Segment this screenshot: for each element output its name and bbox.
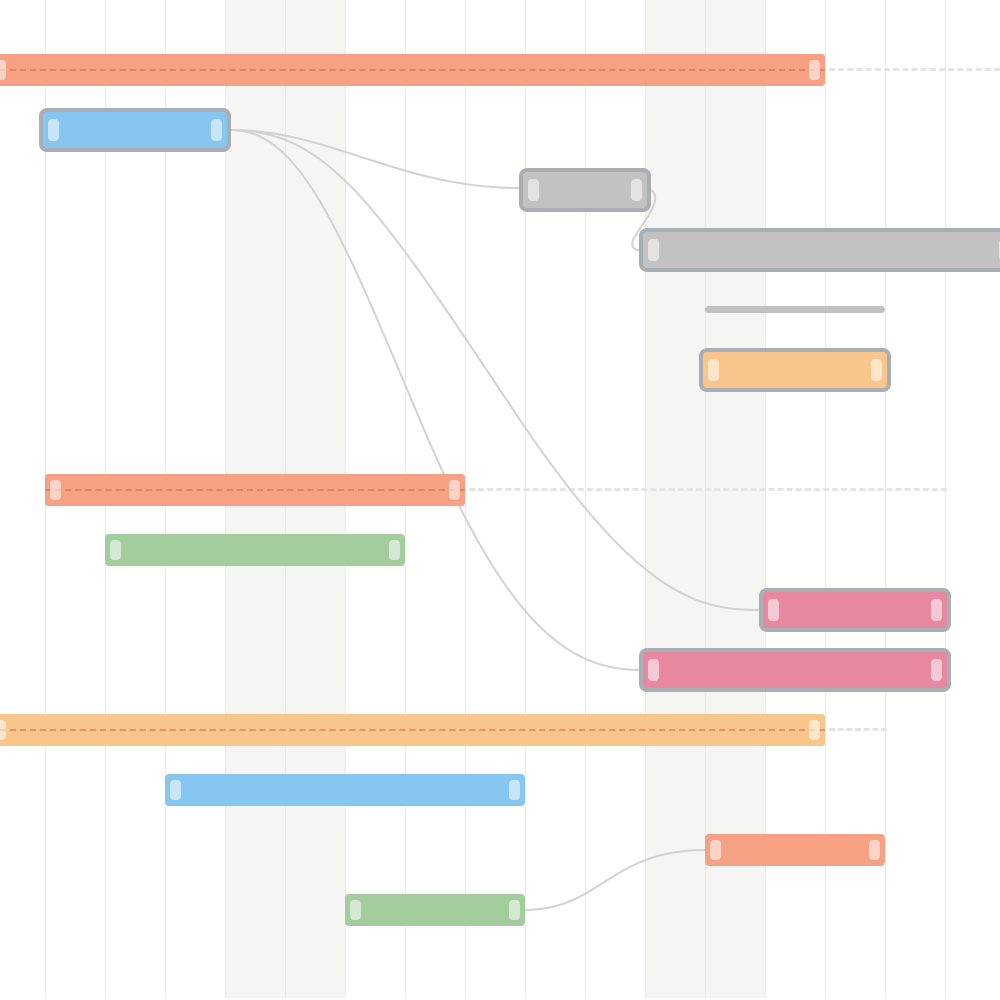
- task-bar-t13[interactable]: [705, 834, 885, 866]
- grid-line: [885, 0, 886, 998]
- dependency-link-t14-t13: [524, 849, 706, 911]
- resize-handle-end[interactable]: [509, 900, 520, 920]
- resize-handle-end[interactable]: [931, 659, 942, 681]
- task-bar-t12[interactable]: [165, 774, 525, 806]
- dependency-link-t2-t10: [230, 129, 640, 671]
- resize-handle-start[interactable]: [648, 239, 659, 261]
- resize-handle-start[interactable]: [768, 599, 779, 621]
- grid-line: [585, 0, 586, 998]
- task-bar-t5[interactable]: [705, 306, 885, 313]
- summary-extension-line: [829, 68, 1000, 71]
- grid-line: [705, 0, 706, 998]
- grid-line: [465, 0, 466, 998]
- dependency-link-t3-t4: [631, 189, 657, 251]
- resize-handle-start[interactable]: [710, 840, 721, 860]
- resize-handle-start[interactable]: [528, 179, 539, 201]
- task-bar-t6[interactable]: [699, 348, 891, 392]
- resize-handle-end[interactable]: [931, 599, 942, 621]
- grid-line: [645, 0, 646, 998]
- task-bar-t4[interactable]: [639, 228, 1000, 272]
- resize-handle-start[interactable]: [48, 119, 59, 141]
- summary-extension-line: [829, 728, 887, 731]
- task-bar-t1[interactable]: [0, 54, 825, 86]
- summary-dash-line: [0, 69, 825, 71]
- task-bar-t2[interactable]: [39, 108, 231, 152]
- resize-handle-end[interactable]: [869, 840, 880, 860]
- task-bar-t8[interactable]: [105, 534, 405, 566]
- dependency-link-t2-t9: [230, 129, 760, 611]
- grid-line: [825, 0, 826, 998]
- resize-handle-end[interactable]: [449, 480, 460, 500]
- task-bar-t7[interactable]: [45, 474, 465, 506]
- grid-line: [525, 0, 526, 998]
- resize-handle-end[interactable]: [809, 720, 820, 740]
- task-bar-t9[interactable]: [759, 588, 951, 632]
- resize-handle-end[interactable]: [871, 359, 882, 381]
- weekend-band: [646, 0, 766, 998]
- task-bar-t10[interactable]: [639, 648, 951, 692]
- task-bar-t14[interactable]: [345, 894, 525, 926]
- grid-line: [945, 0, 946, 998]
- resize-handle-start[interactable]: [350, 900, 361, 920]
- summary-dash-line: [0, 729, 825, 731]
- dependency-link-t2-t3: [230, 129, 520, 189]
- resize-handle-start[interactable]: [110, 540, 121, 560]
- resize-handle-start[interactable]: [0, 60, 6, 80]
- task-bar-t11[interactable]: [0, 714, 825, 746]
- resize-handle-end[interactable]: [809, 60, 820, 80]
- resize-handle-end[interactable]: [211, 119, 222, 141]
- grid-line: [765, 0, 766, 998]
- resize-handle-start[interactable]: [648, 659, 659, 681]
- resize-handle-start[interactable]: [50, 480, 61, 500]
- resize-handle-start[interactable]: [708, 359, 719, 381]
- task-bar-t3[interactable]: [519, 168, 651, 212]
- resize-handle-end[interactable]: [631, 179, 642, 201]
- resize-handle-end[interactable]: [389, 540, 400, 560]
- resize-handle-start[interactable]: [0, 720, 6, 740]
- resize-handle-start[interactable]: [170, 780, 181, 800]
- summary-dash-line: [45, 489, 465, 491]
- resize-handle-end[interactable]: [509, 780, 520, 800]
- summary-extension-line: [469, 488, 947, 491]
